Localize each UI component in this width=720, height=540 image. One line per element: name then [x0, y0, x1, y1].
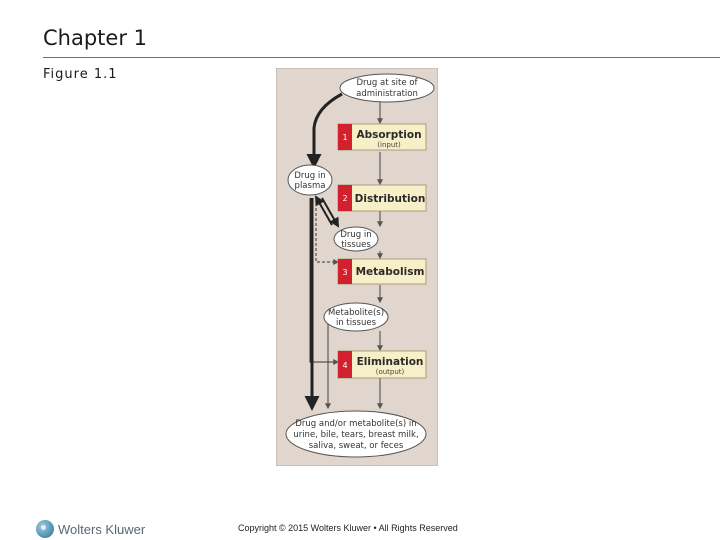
figure-svg: Drug at site of administration 1 Absorpt… — [276, 68, 438, 466]
logo-text: Wolters Kluwer — [58, 521, 146, 537]
tissues-node-line-1: Drug in — [340, 230, 371, 240]
pharmacokinetics-figure: Drug at site of administration 1 Absorpt… — [276, 68, 438, 466]
step-box — [337, 350, 427, 379]
step-title: Distribution — [355, 193, 426, 205]
wolters-kluwer-logo: Wolters Kluwer — [36, 520, 145, 538]
arrow-plasma-to-elimination — [309, 198, 340, 365]
plasma-node-line-1: Drug in — [294, 171, 325, 181]
step-title: Absorption — [356, 129, 421, 141]
step-metabolism: 3 Metabolism — [337, 258, 427, 285]
globe-logo-icon — [36, 520, 54, 538]
arrow-tissues-to-plasma — [315, 195, 333, 226]
metabolite-node — [323, 302, 389, 332]
tissues-node-line-2: tissues — [341, 240, 371, 250]
step-badge — [338, 351, 352, 378]
start-node-line-1: Drug at site of — [356, 78, 418, 88]
metabolite-node-line-2: in tissues — [336, 318, 377, 328]
step-number: 3 — [342, 268, 347, 277]
slide-title: Chapter 1 — [43, 26, 147, 50]
arrow-plasma-to-metabolism-dashed — [315, 198, 340, 265]
step-number: 1 — [342, 133, 347, 142]
absorption-bypass-arrow — [306, 92, 343, 169]
step-box — [337, 258, 427, 285]
step-badge — [338, 185, 352, 211]
step-absorption: 1 Absorption (input) — [337, 123, 427, 151]
step-badge — [338, 124, 352, 150]
end-node-line-3: saliva, sweat, or feces — [309, 441, 404, 451]
step-title: Metabolism — [356, 266, 425, 278]
end-node-line-2: urine, bile, tears, breast milk, — [293, 430, 418, 440]
step-number: 2 — [342, 194, 347, 203]
start-node — [339, 73, 435, 103]
metabolite-node-line-1: Metabolite(s) — [328, 308, 384, 318]
start-node-line-2: administration — [356, 89, 418, 99]
step-distribution: 2 Distribution — [337, 184, 427, 212]
tissues-node — [333, 226, 379, 252]
step-title: Elimination — [357, 356, 424, 368]
end-node-line-1: Drug and/or metabolite(s) in — [295, 419, 416, 429]
step-box — [337, 123, 427, 151]
plasma-node — [287, 164, 333, 196]
title-divider — [43, 57, 720, 58]
step-subtitle: (input) — [377, 141, 401, 149]
step-badge — [338, 259, 352, 284]
step-number: 4 — [342, 361, 347, 370]
plasma-node-line-2: plasma — [295, 181, 326, 191]
copyright-notice: Copyright © 2015 Wolters Kluwer • All Ri… — [238, 523, 458, 533]
figure-label: Figure 1.1 — [43, 67, 118, 82]
end-node — [285, 410, 427, 458]
step-subtitle: (output) — [376, 368, 405, 376]
step-elimination: 4 Elimination (output) — [337, 350, 427, 379]
arrow-plasma-to-tissues — [321, 197, 339, 228]
step-box — [337, 184, 427, 212]
